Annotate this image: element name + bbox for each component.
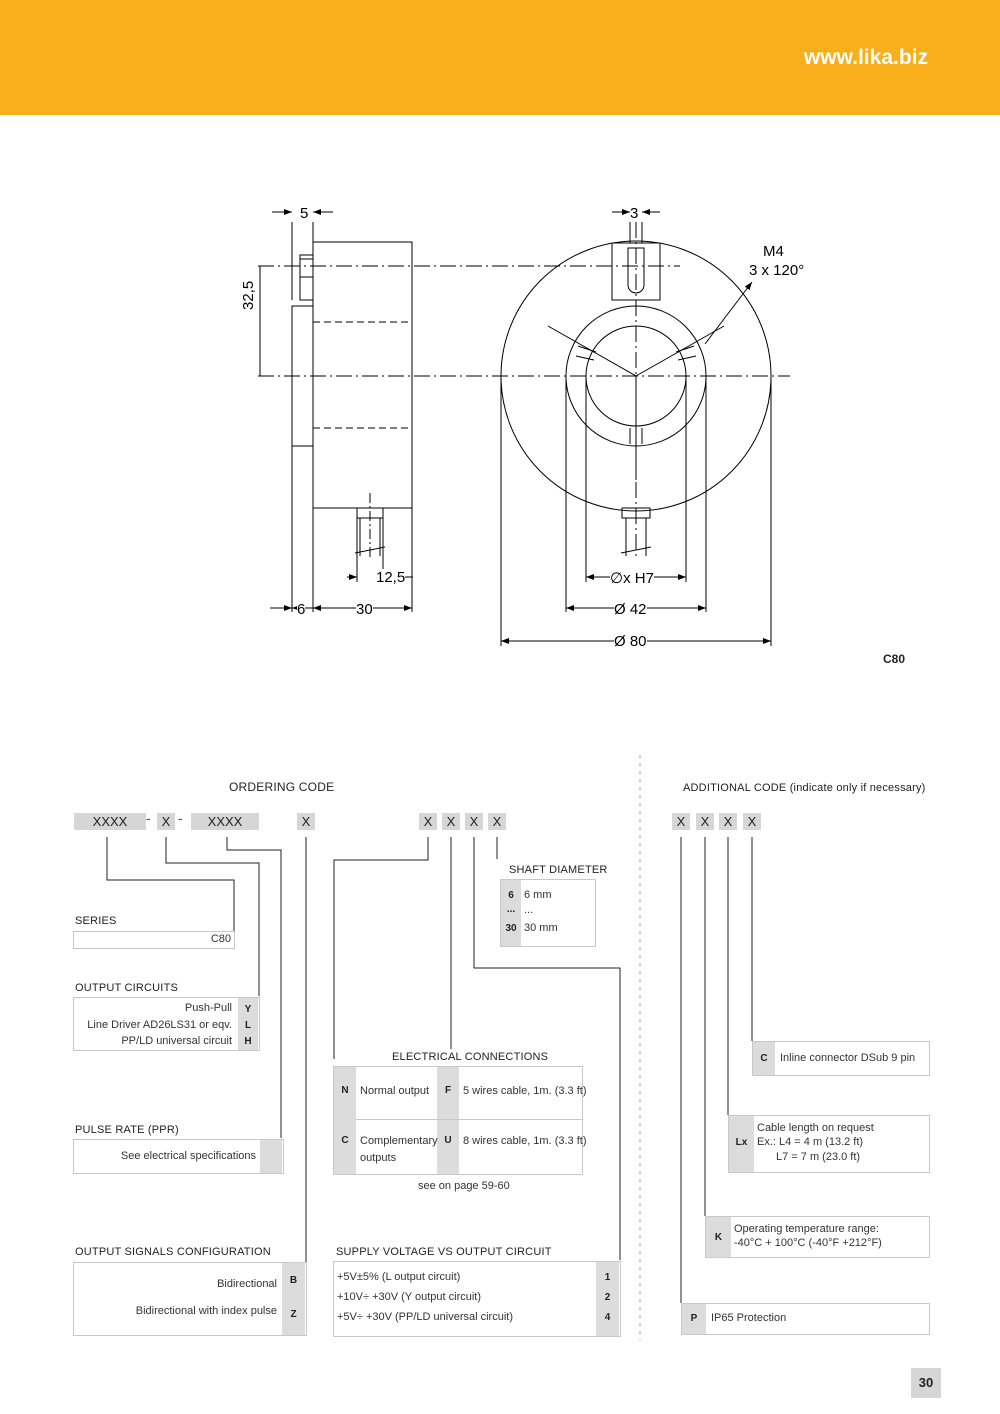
supply-title: SUPPLY VOLTAGE VS OUTPUT CIRCUIT xyxy=(336,1246,552,1258)
shaft-code: 6 xyxy=(508,890,514,901)
dim-xh7: ∅x H7 xyxy=(610,569,654,587)
electrical-code: U xyxy=(444,1135,452,1146)
electrical-label: outputs xyxy=(360,1152,397,1164)
output-circuit-label: Push-Pull xyxy=(184,1002,232,1014)
technical-drawing xyxy=(258,209,790,646)
code-output-signals[interactable]: X xyxy=(297,813,315,830)
electrical-code: C xyxy=(341,1135,349,1146)
dim-80: Ø 80 xyxy=(614,633,647,650)
supply-code: 1 xyxy=(604,1272,611,1283)
additional-code-title: ADDITIONAL CODE (indicate only if necess… xyxy=(683,782,926,794)
dim-30: 30 xyxy=(356,601,373,618)
additional-code-temp[interactable]: X xyxy=(696,813,714,830)
electrical-title: ELECTRICAL CONNECTIONS xyxy=(392,1051,549,1063)
code-supply[interactable]: X xyxy=(465,813,483,830)
shaft-title: SHAFT DIAMETER xyxy=(509,864,608,876)
output-circuit-code: L xyxy=(244,1020,252,1031)
output-circuit-code: Y xyxy=(244,1004,252,1015)
code-dash: - xyxy=(146,810,151,826)
supply-label: +5V±5% (L output circuit) xyxy=(337,1271,461,1283)
supply-label: +10V÷ +30V (Y output circuit) xyxy=(337,1291,482,1303)
shaft-label: 30 mm xyxy=(524,922,558,934)
supply-code: 2 xyxy=(604,1292,611,1303)
supply-label: +5V÷ +30V (PP/LD universal circuit) xyxy=(337,1311,513,1323)
cable-label: Ex.: L4 = 4 m (13.2 ft) xyxy=(757,1136,864,1148)
cable-box xyxy=(728,1115,930,1173)
output-circuits-box xyxy=(73,997,260,1051)
electrical-note: see on page 59-60 xyxy=(418,1180,510,1192)
dim-12-5: 12,5 xyxy=(376,569,406,586)
supply-box xyxy=(333,1261,621,1337)
code-output-circuit[interactable]: X xyxy=(157,813,175,830)
drawing-label: C80 xyxy=(883,652,906,666)
shaft-label: 6 mm xyxy=(524,889,552,901)
shaft-label: ... xyxy=(524,904,534,916)
pulse-rate-box xyxy=(73,1139,284,1174)
dim-3: 3 xyxy=(630,205,639,222)
cable-label: L7 = 7 m (23.0 ft) xyxy=(776,1151,861,1163)
output-signals-code: B xyxy=(289,1275,298,1286)
code-dash: - xyxy=(178,810,183,826)
additional-code-connector[interactable]: X xyxy=(743,813,761,830)
pulse-rate-value: See electrical specifications xyxy=(120,1150,256,1162)
ip-code: P xyxy=(690,1313,698,1324)
electrical-code: N xyxy=(341,1085,349,1096)
temperature-label: -40°C + 100°C (-40°F +212°F) xyxy=(734,1237,882,1249)
dim-5: 5 xyxy=(298,205,311,222)
output-circuit-label: Line Driver AD26LS31 or eqv. xyxy=(87,1019,232,1031)
code-shaft[interactable]: X xyxy=(488,813,506,830)
output-circuit-code: H xyxy=(244,1036,252,1047)
output-signals-title: OUTPUT SIGNALS CONFIGURATION xyxy=(75,1246,271,1258)
electrical-label: 8 wires cable, 1m. (3.3 ft) xyxy=(463,1135,587,1147)
additional-code-cable[interactable]: X xyxy=(719,813,737,830)
website-url[interactable]: www.lika.biz xyxy=(803,46,928,69)
series-value: C80 xyxy=(210,933,231,945)
shaft-code: ... xyxy=(506,904,516,915)
dim-42: Ø 42 xyxy=(614,601,647,618)
temperature-label: Operating temperature range: xyxy=(734,1223,879,1235)
code-connector-lines xyxy=(106,755,753,1340)
dim-6: 6 xyxy=(297,601,306,618)
output-signals-label: Bidirectional with index pulse xyxy=(135,1305,277,1317)
temperature-code: K xyxy=(714,1232,723,1243)
electrical-label: Complementary xyxy=(360,1135,438,1147)
output-signals-code: Z xyxy=(290,1309,297,1320)
page-number: 30 xyxy=(911,1368,941,1398)
electrical-code: F xyxy=(444,1085,452,1096)
supply-code: 4 xyxy=(604,1312,611,1323)
electrical-label: Normal output xyxy=(360,1085,430,1097)
code-electrical[interactable]: X xyxy=(419,813,437,830)
code-pulse-rate[interactable]: XXXX xyxy=(191,813,259,830)
output-signals-box xyxy=(73,1262,307,1336)
output-circuits-title: OUTPUT CIRCUITS xyxy=(75,982,179,994)
dim-32-5: 32,5 xyxy=(240,280,257,310)
connector-label: Inline connector DSub 9 pin xyxy=(780,1052,916,1064)
code-series[interactable]: XXXX xyxy=(74,813,146,830)
output-signals-label: Bidirectional xyxy=(217,1278,277,1290)
ordering-code-title: ORDERING CODE xyxy=(229,780,335,794)
pulse-rate-title: PULSE RATE (PPR) xyxy=(75,1124,179,1136)
ip-label: IP65 Protection xyxy=(711,1312,787,1324)
ip-box xyxy=(681,1303,930,1335)
cable-code: Lx xyxy=(735,1137,748,1148)
series-box xyxy=(73,931,235,949)
temperature-box xyxy=(705,1216,930,1258)
series-title: SERIES xyxy=(75,915,117,927)
shaft-code: 30 xyxy=(505,923,517,934)
output-circuit-label: PP/LD universal circuit xyxy=(121,1035,232,1047)
connector-box xyxy=(752,1041,930,1076)
additional-code-ip[interactable]: X xyxy=(672,813,690,830)
cable-label: Cable length on request xyxy=(757,1122,874,1134)
dim-3x120: 3 x 120° xyxy=(749,262,805,279)
dim-m4: M4 xyxy=(763,243,784,260)
code-electrical-2[interactable]: X xyxy=(442,813,460,830)
electrical-label: 5 wires cable, 1m. (3.3 ft) xyxy=(463,1085,587,1097)
header-bar xyxy=(0,0,1000,115)
connector-code: C xyxy=(760,1053,768,1064)
